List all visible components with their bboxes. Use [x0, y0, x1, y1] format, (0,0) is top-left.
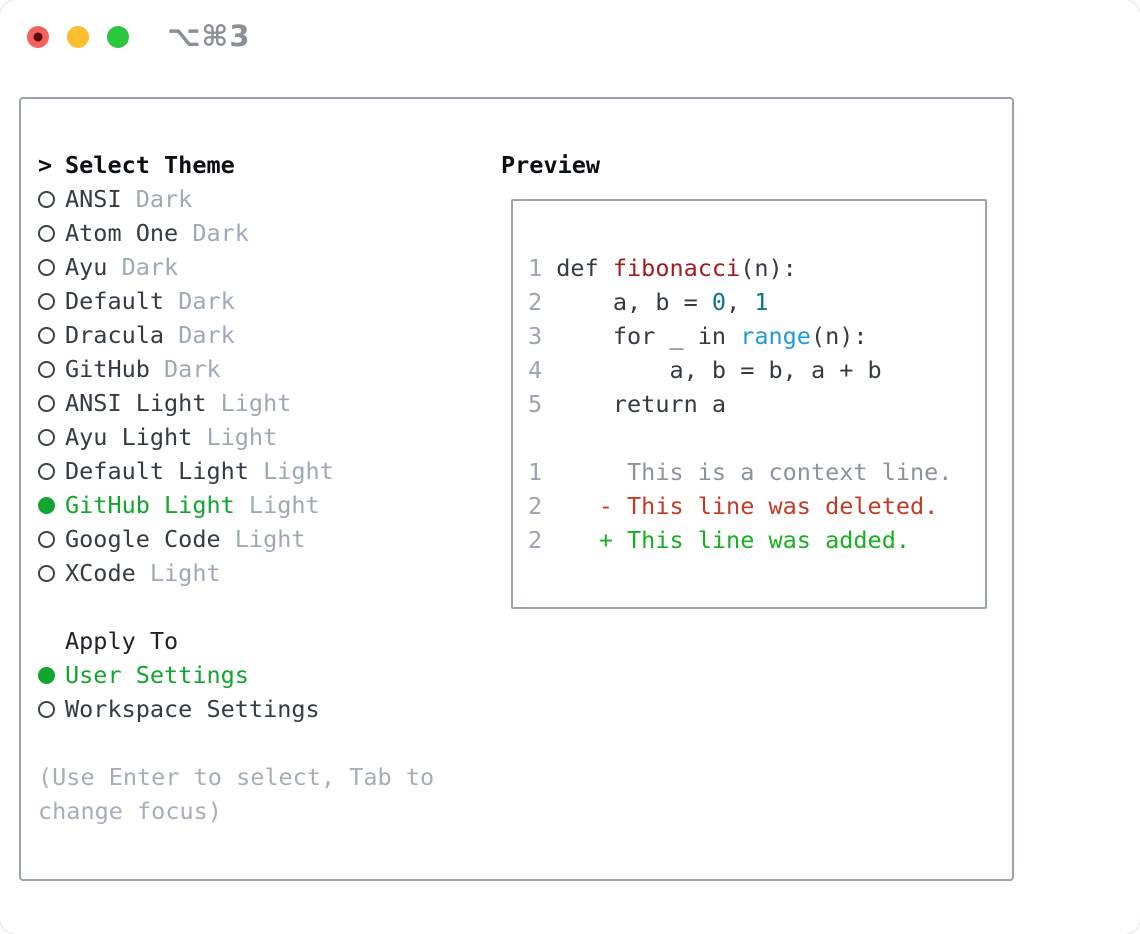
theme-name: Ayu Light	[65, 423, 193, 451]
apply-option-user-settings[interactable]: User Settings	[38, 658, 478, 692]
line-number: 5	[528, 390, 543, 418]
diff-line: 1 This is a context line.	[528, 455, 981, 489]
theme-variant: Light	[220, 389, 292, 417]
titlebar: ⌥⌘3	[0, 0, 1140, 74]
radio-icon	[38, 224, 65, 242]
theme-list-header: > Select Theme	[38, 148, 478, 182]
radio-icon	[38, 462, 65, 480]
diff-sample: 1 This is a context line.2 - This line w…	[528, 455, 981, 557]
theme-variant: Dark	[121, 253, 179, 281]
radio-selected-icon	[38, 496, 65, 514]
diff-line: 2 - This line was deleted.	[528, 489, 981, 523]
line-number: 1	[528, 458, 543, 486]
theme-variant: Dark	[164, 355, 221, 383]
code-line: 3 for _ in range(n):	[528, 319, 981, 353]
theme-variant: Light	[263, 457, 334, 485]
theme-name: XCode	[65, 559, 136, 587]
theme-option-ansi-light[interactable]: ANSI Light Light	[38, 386, 478, 420]
theme-option-github[interactable]: GitHub Dark	[38, 352, 478, 386]
theme-name: Dracula	[65, 321, 165, 349]
code-line: 2 a, b = 0, 1	[528, 285, 981, 319]
theme-list-title: Select Theme	[65, 151, 235, 179]
radio-icon	[38, 394, 65, 412]
theme-option-ayu-light[interactable]: Ayu Light Light	[38, 420, 478, 454]
code-line: 5 return a	[528, 387, 981, 421]
theme-option-default-light[interactable]: Default Light Light	[38, 454, 478, 488]
theme-name: Default	[65, 287, 165, 315]
theme-name: ANSI	[65, 185, 122, 213]
line-number: 2	[528, 288, 543, 316]
radio-icon	[38, 700, 65, 718]
theme-name: Ayu	[65, 253, 108, 281]
spacer	[38, 590, 478, 624]
radio-icon	[38, 190, 65, 208]
radio-icon	[38, 530, 65, 548]
radio-selected-icon	[38, 666, 65, 684]
theme-name: Atom One	[65, 219, 179, 247]
theme-name: Default Light	[65, 457, 249, 485]
theme-variant: Dark	[192, 219, 249, 247]
minimize-button[interactable]	[67, 26, 89, 48]
theme-option-dracula[interactable]: Dracula Dark	[38, 318, 478, 352]
theme-name: GitHub Light	[65, 491, 235, 519]
radio-icon	[38, 258, 65, 276]
radio-icon	[38, 326, 65, 344]
apply-option-label: User Settings	[65, 661, 249, 689]
theme-variant: Light	[206, 423, 278, 451]
radio-icon	[38, 292, 65, 310]
theme-variant: Light	[234, 525, 306, 553]
theme-option-ayu[interactable]: Ayu Dark	[38, 250, 478, 284]
radio-icon	[38, 564, 65, 582]
theme-variant: Light	[149, 559, 221, 587]
line-number: 2	[528, 492, 543, 520]
line-number: 4	[528, 356, 543, 384]
caret-icon: >	[38, 151, 53, 179]
apply-option-label: Workspace Settings	[65, 695, 320, 723]
spacer	[528, 421, 981, 455]
theme-option-github-light[interactable]: GitHub Light Light	[38, 488, 478, 522]
theme-name: Google Code	[65, 525, 221, 553]
line-number: 3	[528, 322, 543, 350]
apply-to-title: Apply To	[65, 627, 179, 655]
spacer	[38, 726, 478, 760]
theme-variant: Light	[248, 491, 320, 519]
close-button[interactable]	[27, 26, 49, 48]
traffic-lights	[27, 26, 129, 48]
radio-icon	[38, 360, 65, 378]
theme-option-google-code[interactable]: Google Code Light	[38, 522, 478, 556]
line-number: 2	[528, 526, 543, 554]
window-title: ⌥⌘3	[167, 19, 251, 53]
help-text: (Use Enter to select, Tab to change focu…	[38, 763, 435, 825]
zoom-button[interactable]	[107, 26, 129, 48]
theme-variant: Dark	[178, 287, 235, 315]
diff-line: 2 + This line was added.	[528, 523, 981, 557]
theme-name: GitHub	[65, 355, 150, 383]
apply-to-header: Apply To	[38, 624, 478, 658]
theme-option-ansi[interactable]: ANSI Dark	[38, 182, 478, 216]
theme-variant: Dark	[178, 321, 235, 349]
theme-option-default[interactable]: Default Dark	[38, 284, 478, 318]
radio-icon	[38, 428, 65, 446]
unsaved-dot-icon	[33, 32, 43, 42]
theme-option-atom-one[interactable]: Atom One Dark	[38, 216, 478, 250]
theme-variant: Dark	[135, 185, 193, 213]
line-number: 1	[528, 254, 543, 282]
apply-option-workspace-settings[interactable]: Workspace Settings	[38, 692, 478, 726]
preview-title: Preview	[501, 151, 601, 179]
code-line: 4 a, b = b, a + b	[528, 353, 981, 387]
theme-option-xcode[interactable]: XCode Light	[38, 556, 478, 590]
theme-name: ANSI Light	[65, 389, 207, 417]
